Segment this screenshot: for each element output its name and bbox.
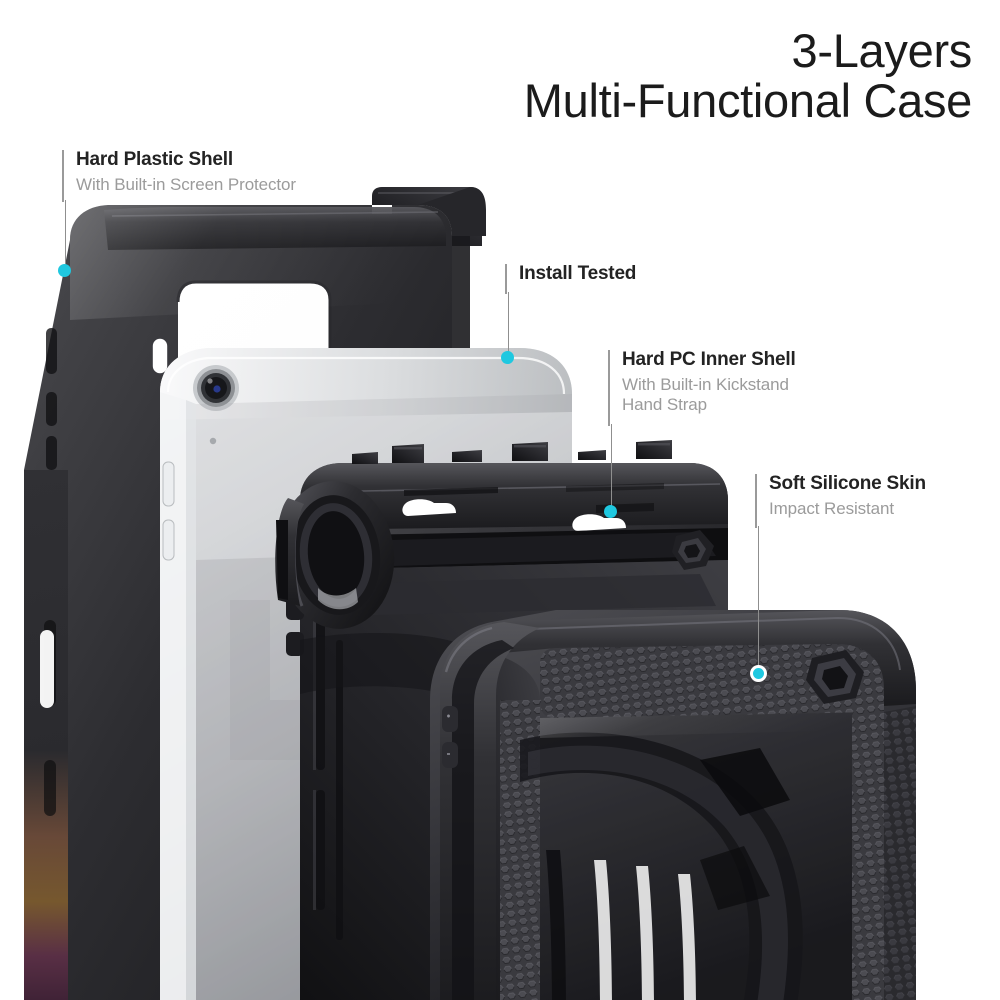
soft-silicone-skin xyxy=(430,610,916,1000)
leader-line-soft-silicone-skin xyxy=(757,526,760,668)
callout-heading: Install Tested xyxy=(519,263,637,284)
kickstand-ring xyxy=(275,481,395,629)
leader-line-install-tested xyxy=(507,292,510,356)
callout-dot-hard-plastic-shell xyxy=(58,264,71,277)
callout-heading: Soft Silicone Skin xyxy=(769,473,926,494)
callout-dot-hard-pc-inner-shell xyxy=(604,505,617,518)
callout-subtext-1: With Built-in Kickstand xyxy=(622,374,789,394)
title-line-2: Multi-Functional Case xyxy=(523,73,973,127)
callout-accent-bar xyxy=(608,350,610,426)
page-title: 3-Layers Multi-Functional Case xyxy=(523,24,973,127)
title-line-1: 3-Layers xyxy=(791,24,973,77)
callout-heading: Hard PC Inner Shell xyxy=(622,349,796,370)
callout-subtext: Impact Resistant xyxy=(769,498,895,518)
callout-accent-bar xyxy=(755,474,757,528)
callout-dot-soft-silicone-skin xyxy=(750,665,767,682)
callout-subtext-2: Hand Strap xyxy=(622,395,707,415)
callout-subtext: With Built-in Screen Protector xyxy=(76,174,296,194)
callout-install-tested: Install Tested xyxy=(505,262,637,294)
callout-heading: Hard Plastic Shell xyxy=(76,149,233,170)
hand-strap-loop xyxy=(440,622,540,1000)
callout-dot-install-tested xyxy=(501,351,514,364)
leader-line-hard-plastic-shell xyxy=(64,200,67,268)
callout-hard-pc-inner-shell: Hard PC Inner Shell With Built-in Kickst… xyxy=(608,348,796,426)
callout-accent-bar xyxy=(505,264,507,294)
callout-accent-bar xyxy=(62,150,64,202)
callout-hard-plastic-shell: Hard Plastic Shell With Built-in Screen … xyxy=(62,148,296,202)
leader-line-hard-pc-inner-shell xyxy=(610,424,613,508)
callout-soft-silicone-skin: Soft Silicone Skin Impact Resistant xyxy=(755,472,926,528)
